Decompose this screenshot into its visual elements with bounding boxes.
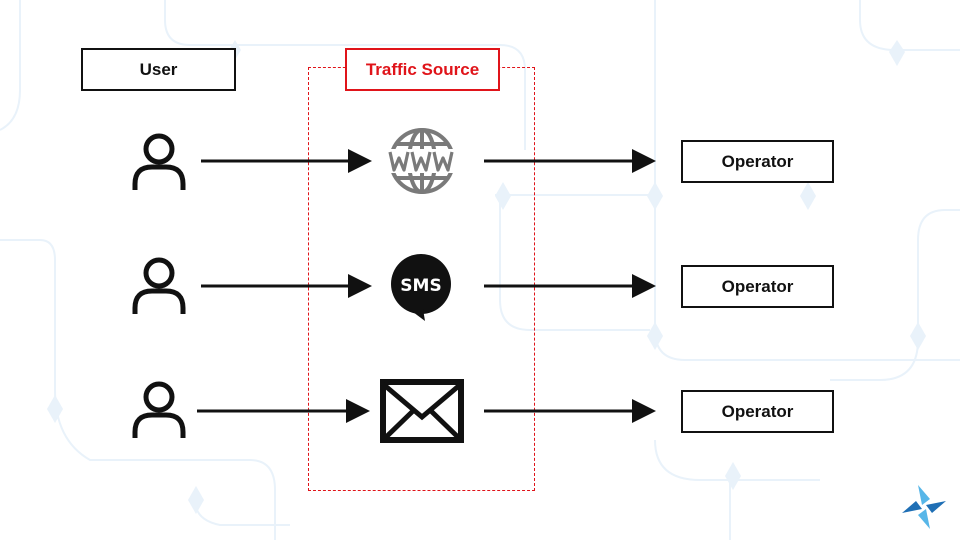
user-icon: [132, 381, 186, 438]
operator-box: Operator: [681, 140, 834, 183]
pinwheel-logo-icon: [902, 485, 946, 529]
user-icon: [132, 257, 186, 314]
www-globe-icon: [388, 128, 456, 194]
operator-box: Operator: [681, 265, 834, 308]
sms-bubble-icon: SMS: [391, 254, 451, 321]
sms-icon-text: SMS: [400, 276, 441, 296]
envelope-icon: [380, 379, 464, 443]
operator-box: Operator: [681, 390, 834, 433]
user-column-label: User: [81, 48, 236, 91]
traffic-source-label: Traffic Source: [345, 48, 500, 91]
user-icon: [132, 133, 186, 190]
